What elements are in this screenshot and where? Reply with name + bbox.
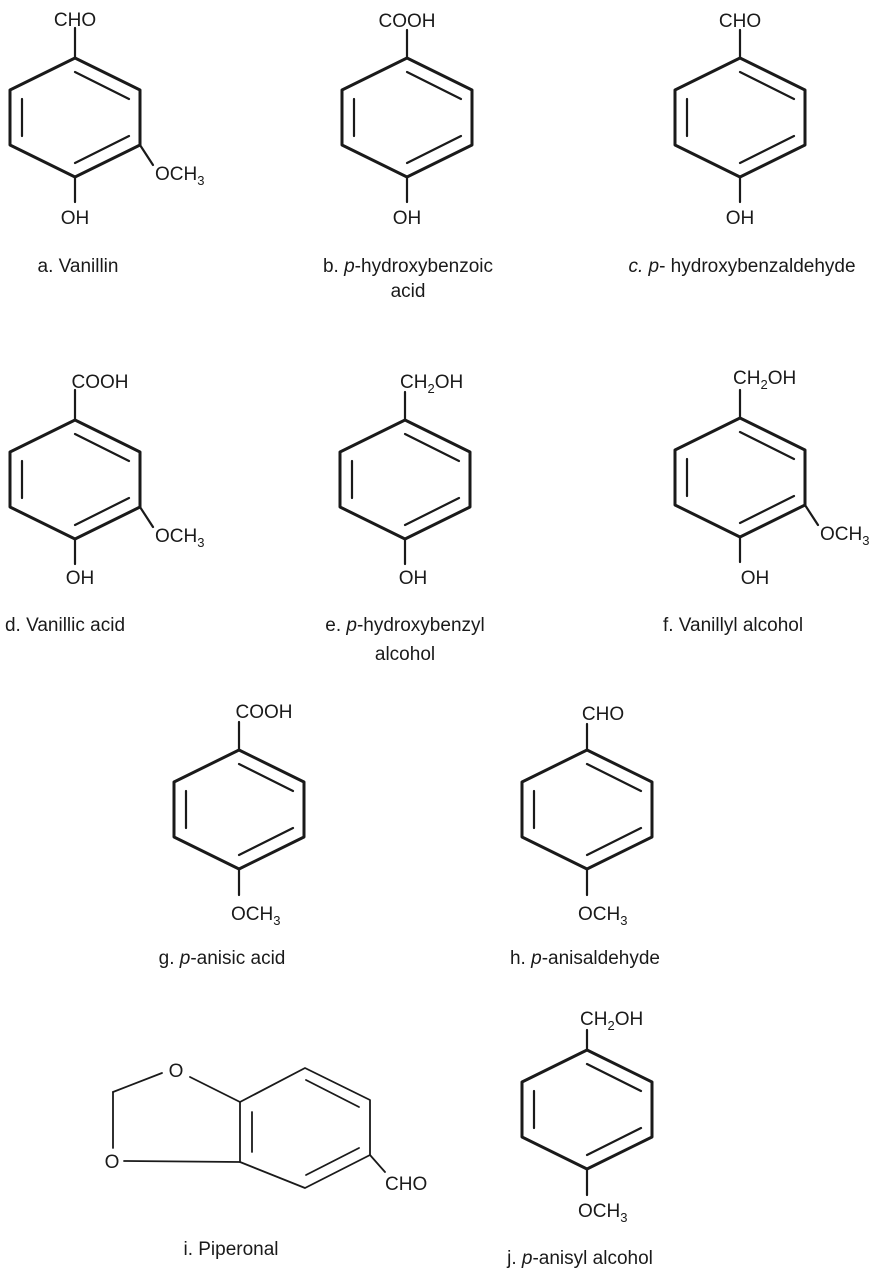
top-group-label: CH2OH — [580, 1009, 643, 1033]
top-group-label: CH2OH — [400, 372, 463, 396]
top-group-label: COOH — [72, 372, 129, 393]
bottom-group-label: OH — [393, 208, 422, 229]
structure-p-anisyl-alcohol: CH2OH OCH3 j. p-anisyl alcohol — [506, 1009, 654, 1269]
side-group-label: OCH3 — [155, 164, 204, 188]
top-group-label: CHO — [582, 704, 624, 725]
caption: c. p- hydroxybenzaldehyde — [628, 256, 855, 277]
caption: i. Piperonal — [183, 1239, 278, 1260]
caption: h. p-anisaldehyde — [510, 948, 660, 969]
top-group-label: CHO — [719, 11, 761, 32]
bottom-group-label: OCH3 — [578, 904, 627, 928]
top-group-label: COOH — [379, 11, 436, 32]
caption: d. Vanillic acid — [5, 615, 125, 636]
side-group-label: CHO — [385, 1174, 427, 1195]
top-group-label: COOH — [236, 702, 293, 723]
side-group-label: OCH3 — [820, 524, 869, 548]
caption: j. p-anisyl alcohol — [506, 1248, 653, 1269]
caption: a. Vanillin — [38, 256, 119, 277]
structure-vanillic-acid: COOH OCH3 OH d. Vanillic acid — [5, 372, 204, 636]
structure-p-anisic-acid: COOH OCH3 g. p-anisic acid — [159, 702, 306, 969]
bottom-group-label: OCH3 — [578, 1201, 627, 1225]
ring-oxygen-top: O — [169, 1061, 184, 1082]
structure-piperonal: O O CHO i. Piperonal — [105, 1061, 428, 1260]
structure-vanillin: CHO OCH3 OH a. Vanillin — [8, 10, 204, 277]
caption: g. p-anisic acid — [159, 948, 286, 969]
caption: f. Vanillyl alcohol — [663, 615, 803, 636]
bottom-group-label: OH — [741, 568, 770, 589]
ring-oxygen-left: O — [105, 1152, 120, 1173]
caption: b. p-hydroxybenzoic — [323, 256, 493, 277]
caption-line2: alcohol — [375, 644, 435, 665]
structure-vanillyl-alcohol: CH2OH OCH3 OH f. Vanillyl alcohol — [663, 368, 870, 636]
bottom-group-label: OH — [61, 208, 90, 229]
caption-line2: acid — [391, 281, 426, 302]
structure-p-hydroxybenzyl-alcohol: CH2OH OH e. p-hydroxybenzyl alcohol — [325, 372, 484, 665]
caption: e. p-hydroxybenzyl — [325, 615, 484, 636]
top-group-label: CHO — [54, 10, 96, 31]
structure-p-hydroxybenzaldehyde: CHO OH c. p- hydroxybenzaldehyde — [628, 11, 855, 277]
top-group-label: CH2OH — [733, 368, 796, 392]
bottom-group-label: OH — [66, 568, 95, 589]
side-group-label: OCH3 — [155, 526, 204, 550]
structure-p-hydroxybenzoic-acid: COOH OH b. p-hydroxybenzoic acid — [323, 11, 493, 302]
structure-p-anisaldehyde: CHO OCH3 h. p-anisaldehyde — [510, 704, 660, 969]
bottom-group-label: OCH3 — [231, 904, 280, 928]
bottom-group-label: OH — [399, 568, 428, 589]
bottom-group-label: OH — [726, 208, 755, 229]
